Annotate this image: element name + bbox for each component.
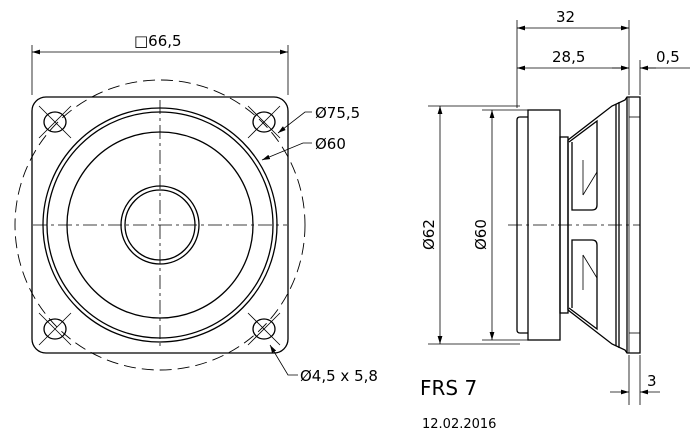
width-dimension-label: □66,5 [134, 32, 182, 50]
mounting-holes [38, 105, 281, 346]
front-view [14, 45, 312, 376]
depth-total-label: 32 [556, 8, 575, 26]
inner-diameter-label: Ø60 [472, 219, 490, 250]
depth-body-label: 28,5 [552, 48, 585, 66]
bolt-circle-label: Ø75,5 [315, 104, 360, 122]
model-name: FRS 7 [420, 376, 477, 400]
hole-label: Ø4,5 x 5,8 [300, 367, 378, 385]
frame-square [31, 96, 289, 354]
flange-thickness-label: 3 [647, 372, 657, 390]
outer-diameter-label: Ø62 [420, 219, 438, 250]
flange-gap-label: 0,5 [656, 48, 680, 66]
bolt-circle [14, 79, 306, 371]
cutout-label: Ø60 [315, 135, 346, 153]
drawing-date: 12.02.2016 [422, 417, 496, 432]
side-view [428, 20, 690, 405]
